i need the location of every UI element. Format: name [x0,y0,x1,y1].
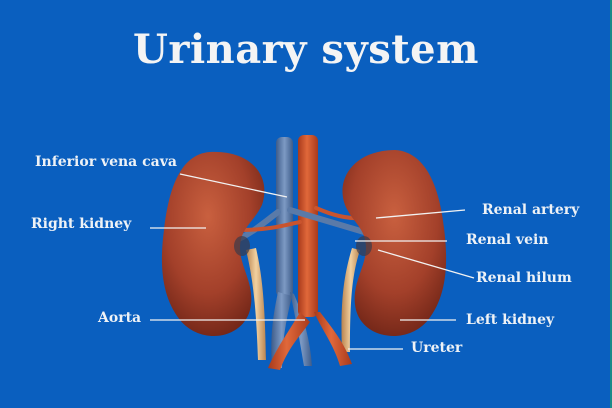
label-ureter: Ureter [411,340,463,356]
inferior-vena-cava [271,137,312,368]
right-ureter [246,248,266,360]
label-inferior-vena-cava: Inferior vena cava [35,154,177,170]
right-kidney-shape [161,151,265,337]
leader-lines [150,173,475,350]
leader-renal-hilum [377,249,475,279]
label-renal-hilum: Renal hilum [476,270,572,286]
label-left-kidney: Left kidney [466,312,555,328]
left-kidney-shape [342,150,447,337]
right-renal-artery [238,220,302,232]
diagram-title: Urinary system [133,26,479,73]
left-renal-hilum [356,236,372,256]
left-renal-vein [287,207,367,235]
aorta [268,135,352,370]
leader-inferior-vena-cava [179,173,288,198]
label-right-kidney: Right kidney [31,216,132,232]
leader-renal-artery [375,209,466,219]
image-border [610,0,612,408]
right-renal-hilum [234,236,250,256]
label-aorta: Aorta [98,310,142,326]
left-ureter [341,248,360,352]
label-renal-artery: Renal artery [482,202,580,218]
label-renal-vein: Renal vein [466,232,549,248]
